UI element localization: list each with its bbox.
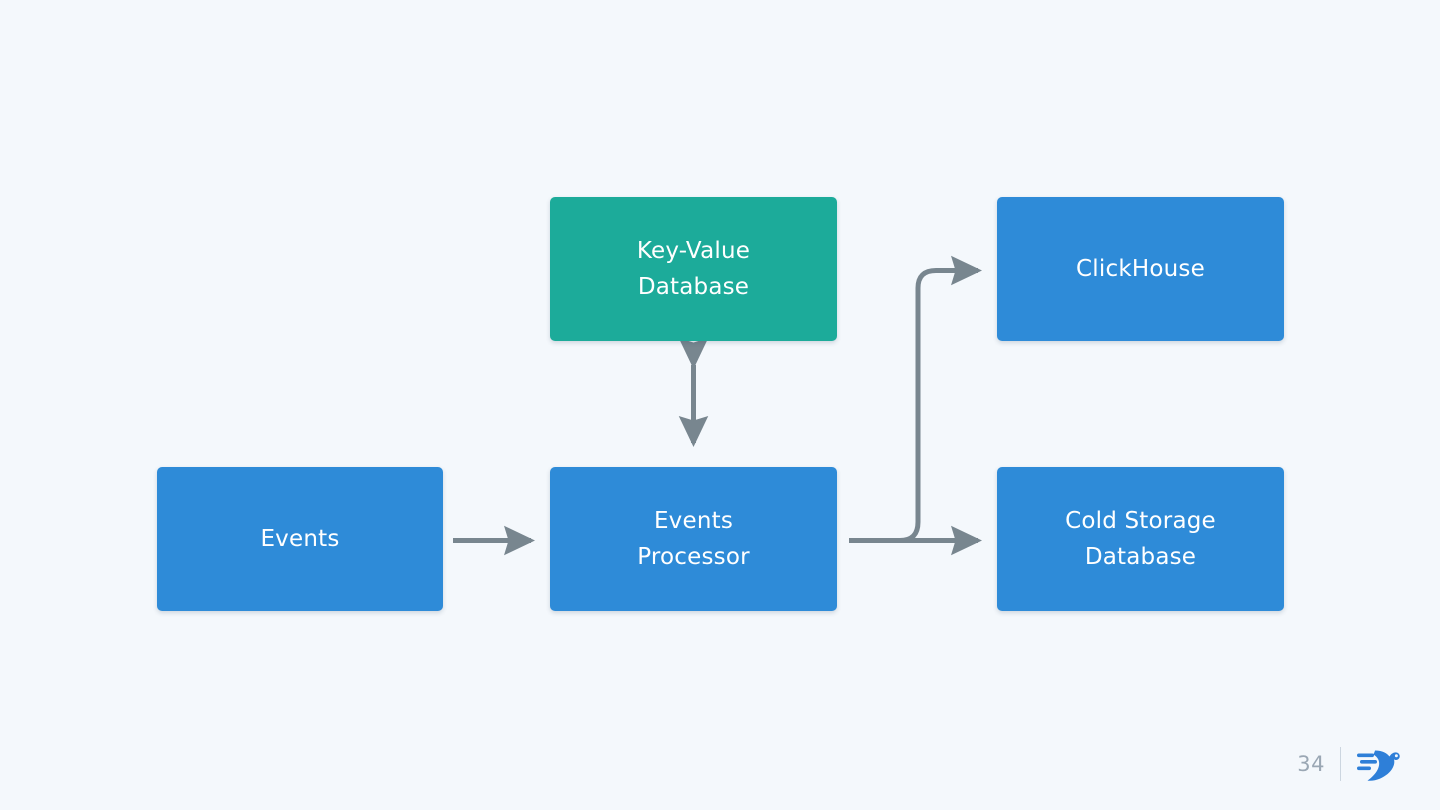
slide-footer: 34 (1297, 744, 1402, 784)
diagram-node-key-value-database: Key-Value Database (550, 197, 837, 341)
connector-processor-to-clickhouse (899, 255, 982, 543)
messagebird-logo-icon (1356, 744, 1402, 784)
diagram-node-events: Events (157, 467, 443, 611)
diagram-node-cold-storage-database: Cold Storage Database (997, 467, 1284, 611)
diagram-node-events-processor: Events Processor (550, 467, 837, 611)
page-number: 34 (1297, 752, 1325, 776)
footer-divider (1340, 747, 1341, 781)
diagram-node-clickhouse: ClickHouse (997, 197, 1284, 341)
